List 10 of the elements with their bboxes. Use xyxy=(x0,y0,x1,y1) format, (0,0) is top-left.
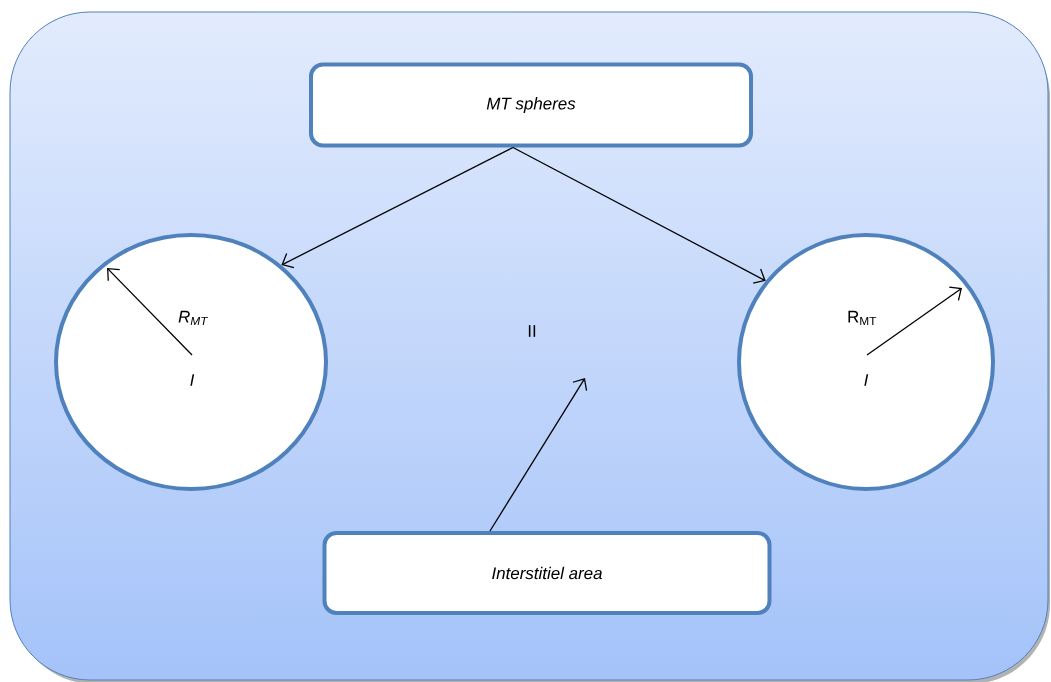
radius-label: R$_{MT}$ xyxy=(848,310,877,326)
label-box: Interstitiel area xyxy=(322,531,772,615)
label-box: MT spheres xyxy=(309,62,753,148)
region-label: I xyxy=(190,374,195,386)
radius-label: R$_{MT}$ xyxy=(178,310,209,326)
arrow xyxy=(489,378,588,532)
arrow xyxy=(512,146,766,284)
region-label: II xyxy=(528,325,536,337)
region-label: I xyxy=(864,374,869,386)
arrow xyxy=(281,146,514,269)
